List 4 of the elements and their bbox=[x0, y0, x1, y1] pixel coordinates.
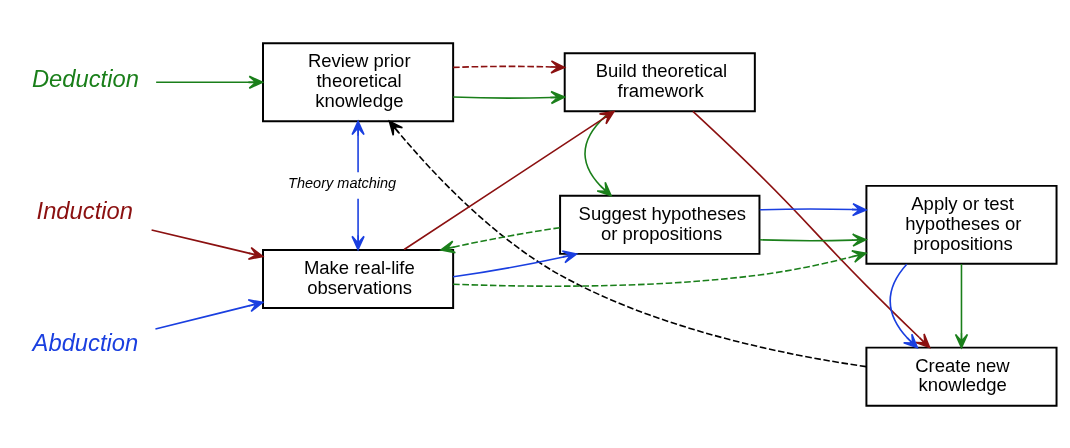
node-text: Abduction bbox=[32, 328, 139, 356]
edge-label: Theory matching bbox=[288, 174, 397, 191]
node-text: Induction bbox=[36, 196, 133, 224]
node-text: Deduction bbox=[31, 64, 139, 92]
